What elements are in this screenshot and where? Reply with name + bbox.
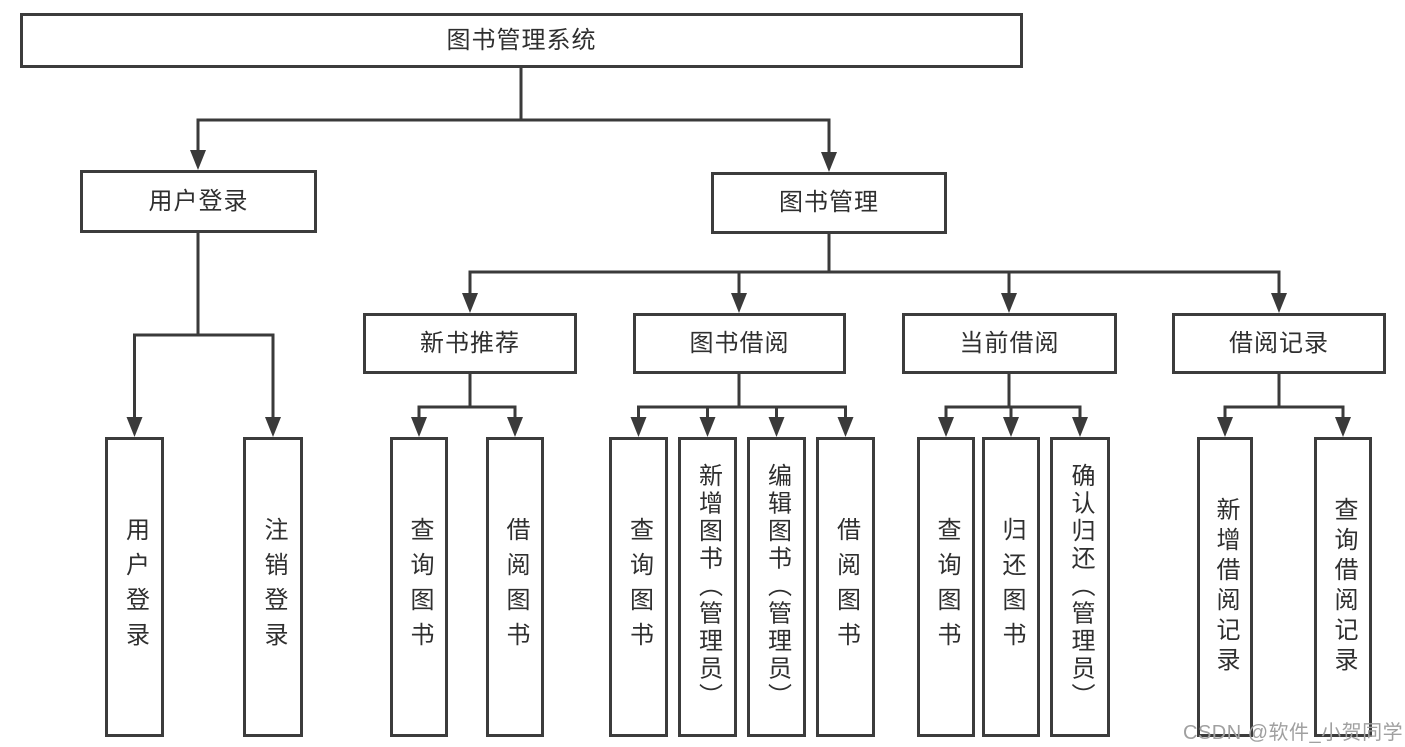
node-current-borrow: 当前借阅: [902, 313, 1117, 374]
node-book-borrow-label: 图书借阅: [689, 329, 790, 357]
node-book-management: 图书管理: [711, 172, 947, 234]
node-root-system: 图书管理系统: [20, 13, 1023, 68]
connector-book-borrow-to-leaves: [630, 372, 854, 437]
connector-new-book-to-leaves: [411, 372, 523, 437]
leaf-br-add-record: 新增借阅记录: [1197, 437, 1253, 737]
leaf-br-add-record-label: 新增借阅记录: [1212, 497, 1239, 677]
leaf-logout-login-label: 注销登录: [260, 517, 287, 657]
leaf-nb-borrow-book-label: 借阅图书: [502, 517, 529, 657]
leaf-bb-add-book-admin: 新增图书（管理员）: [678, 437, 737, 737]
node-book-management-label: 图书管理: [779, 189, 879, 216]
leaf-cb-confirm-return-admin: 确认归还（管理员）: [1050, 437, 1110, 737]
leaf-br-query-record: 查询借阅记录: [1314, 437, 1372, 737]
node-new-book-recommend: 新书推荐: [363, 313, 577, 374]
node-user-login: 用户登录: [80, 170, 317, 233]
leaf-bb-edit-book-admin-label: 编辑图书（管理员）: [763, 463, 791, 711]
node-book-borrow: 图书借阅: [633, 313, 846, 374]
leaf-user-login: 用户登录: [105, 437, 164, 737]
leaf-cb-return-book-label: 归还图书: [998, 517, 1025, 657]
leaf-bb-add-book-admin-label: 新增图书（管理员）: [694, 463, 722, 711]
connector-current-borrow-to-leaves: [938, 372, 1088, 437]
leaf-bb-edit-book-admin: 编辑图书（管理员）: [747, 437, 806, 737]
leaf-cb-query-book-label: 查询图书: [933, 517, 960, 657]
node-new-book-recommend-label: 新书推荐: [420, 329, 520, 357]
connector-book-management-to-level3: [462, 232, 1287, 313]
leaf-cb-confirm-return-admin-label: 确认归还（管理员）: [1067, 463, 1094, 711]
leaf-cb-query-book: 查询图书: [917, 437, 975, 737]
node-root-label: 图书管理系统: [446, 26, 597, 54]
node-user-login-label: 用户登录: [148, 187, 249, 215]
node-borrow-record: 借阅记录: [1172, 313, 1386, 374]
connector-user-login-to-leaves: [126, 231, 281, 437]
node-borrow-record-label: 借阅记录: [1229, 329, 1329, 357]
leaf-user-login-label: 用户登录: [121, 517, 149, 657]
leaf-nb-borrow-book: 借阅图书: [486, 437, 544, 737]
connector-borrow-record-to-leaves: [1217, 372, 1351, 437]
node-current-borrow-label: 当前借阅: [959, 329, 1060, 357]
leaf-nb-query-book: 查询图书: [390, 437, 448, 737]
leaf-nb-query-book-label: 查询图书: [406, 517, 433, 657]
csdn-watermark: CSDN @软件_小贺同学: [1183, 722, 1404, 744]
leaf-bb-borrow-book-label: 借阅图书: [832, 517, 860, 657]
leaf-cb-return-book: 归还图书: [982, 437, 1040, 737]
leaf-bb-query-book-label: 查询图书: [625, 517, 653, 657]
leaf-br-query-record-label: 查询借阅记录: [1330, 497, 1357, 677]
connector-root-to-level2: [190, 66, 837, 172]
leaf-bb-query-book: 查询图书: [609, 437, 668, 737]
leaf-logout-login: 注销登录: [243, 437, 303, 737]
leaf-bb-borrow-book: 借阅图书: [816, 437, 875, 737]
